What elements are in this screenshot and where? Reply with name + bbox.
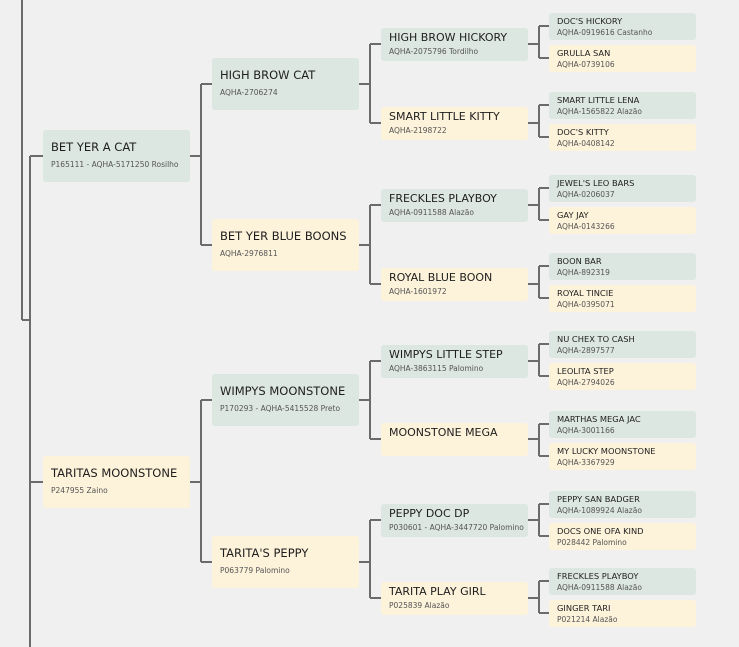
horse-card-pedigree-dam-sire[interactable]: WIMPYS MOONSTONE P170293 - AQHA-5415528 P… bbox=[212, 374, 359, 426]
horse-name: TARITA'S PEPPY bbox=[220, 546, 309, 560]
horse-name: DOC'S HICKORY bbox=[557, 15, 623, 26]
horse-registration: AQHA-2075796 Tordilho bbox=[389, 46, 479, 56]
horse-registration: AQHA-3367929 bbox=[557, 457, 615, 467]
horse-card-pedigree-dam-dam-dam[interactable]: TARITA PLAY GIRL P025839 Alazão bbox=[381, 581, 528, 615]
horse-registration: AQHA-892319 bbox=[557, 267, 610, 277]
horse-registration: P170293 - AQHA-5415528 Preto bbox=[220, 404, 341, 413]
horse-registration: AQHA-0143266 bbox=[557, 221, 615, 231]
horse-registration: AQHA-0739106 bbox=[557, 59, 615, 69]
horse-name: ROYAL BLUE BOON bbox=[389, 270, 493, 284]
horse-registration: P021214 Alazão bbox=[557, 614, 618, 624]
horse-registration: AQHA-0408142 bbox=[557, 138, 615, 148]
horse-name: MY LUCKY MOONSTONE bbox=[557, 445, 656, 456]
horse-registration: AQHA-2897577 bbox=[557, 345, 615, 355]
horse-name: JEWEL'S LEO BARS bbox=[557, 177, 635, 188]
horse-name: GAY JAY bbox=[557, 209, 589, 220]
horse-card-pedigree-sire[interactable]: BET YER A CAT P165111 - AQHA-5171250 Rosi… bbox=[43, 130, 190, 182]
horse-registration: AQHA-2198722 bbox=[389, 125, 447, 135]
horse-registration: P247955 Zaino bbox=[51, 486, 108, 495]
horse-name: WIMPYS LITTLE STEP bbox=[389, 347, 503, 361]
horse-name: HIGH BROW CAT bbox=[220, 68, 316, 82]
horse-name: FRECKLES PLAYBOY bbox=[389, 191, 497, 205]
horse-registration: AQHA-1601972 bbox=[389, 286, 447, 296]
horse-registration: AQHA-3863115 Palomino bbox=[389, 363, 484, 373]
horse-registration: AQHA-0919616 Castanho bbox=[557, 27, 653, 37]
horse-registration: AQHA-3001166 bbox=[557, 425, 615, 435]
horse-registration: P063779 Palomino bbox=[220, 566, 290, 575]
horse-name: FRECKLES PLAYBOY bbox=[557, 570, 639, 581]
horse-card-pedigree-sire-dam-sire[interactable]: FRECKLES PLAYBOY AQHA-0911588 Alazão bbox=[381, 188, 528, 222]
horse-card-pedigree-dam-sire-sire[interactable]: WIMPYS LITTLE STEP AQHA-3863115 Palomino bbox=[381, 344, 528, 378]
horse-registration: P025839 Alazão bbox=[389, 600, 450, 610]
horse-card-pedigree-sire-dam[interactable]: BET YER BLUE BOONS AQHA-2976811 bbox=[212, 219, 359, 271]
horse-registration: AQHA-0911588 Alazão bbox=[389, 207, 474, 217]
horse-card-pedigree-sire-sire[interactable]: HIGH BROW CAT AQHA-2706274 bbox=[212, 58, 359, 110]
horse-name: MARTHAS MEGA JAC bbox=[557, 413, 641, 424]
horse-name: PEPPY DOC DP bbox=[389, 506, 470, 520]
horse-registration: AQHA-0395071 bbox=[557, 299, 615, 309]
horse-name: TARITA PLAY GIRL bbox=[389, 584, 486, 598]
horse-registration: AQHA-0206037 bbox=[557, 189, 615, 199]
horse-name: WIMPYS MOONSTONE bbox=[220, 384, 346, 398]
horse-card-pedigree-dam[interactable]: TARITAS MOONSTONE P247955 Zaino bbox=[43, 456, 190, 508]
horse-card-pedigree-sire-sire-dam[interactable]: SMART LITTLE KITTY AQHA-2198722 bbox=[381, 106, 528, 140]
horse-name: NU CHEX TO CASH bbox=[557, 333, 635, 344]
horse-name: PEPPY SAN BADGER bbox=[557, 493, 640, 504]
horse-card-pedigree-sire-dam-dam[interactable]: ROYAL BLUE BOON AQHA-1601972 bbox=[381, 267, 528, 301]
horse-name: BET YER A CAT bbox=[51, 140, 137, 154]
horse-name: BET YER BLUE BOONS bbox=[220, 229, 347, 243]
horse-registration: P030601 - AQHA-3447720 Palomino bbox=[389, 522, 524, 532]
horse-card-pedigree-dam-dam[interactable]: TARITA'S PEPPY P063779 Palomino bbox=[212, 536, 359, 588]
horse-name: SMART LITTLE LENA bbox=[557, 94, 640, 105]
horse-card-pedigree-dam-dam-sire[interactable]: PEPPY DOC DP P030601 - AQHA-3447720 Palom… bbox=[381, 503, 528, 537]
horse-registration: AQHA-0911588 Alazão bbox=[557, 582, 642, 592]
horse-name: GRULLA SAN bbox=[557, 47, 611, 58]
horse-registration: AQHA-1089924 Alazão bbox=[557, 505, 642, 515]
horse-registration: AQHA-2794026 bbox=[557, 377, 615, 387]
horse-registration: AQHA-2706274 bbox=[220, 88, 278, 97]
horse-name: BOON BAR bbox=[557, 255, 602, 266]
horse-name: SMART LITTLE KITTY bbox=[389, 109, 500, 123]
horse-registration: AQHA-1565822 Alazão bbox=[557, 106, 642, 116]
horse-name: GINGER TARI bbox=[557, 602, 611, 613]
horse-name: HIGH BROW HICKORY bbox=[389, 30, 508, 44]
horse-card-pedigree-sire-sire-sire[interactable]: HIGH BROW HICKORY AQHA-2075796 Tordilho bbox=[381, 27, 528, 61]
horse-card-pedigree-dam-sire-dam[interactable]: MOONSTONE MEGA bbox=[381, 422, 528, 456]
horse-name: DOC'S KITTY bbox=[557, 126, 609, 137]
horse-name: DOCS ONE OFA KIND bbox=[557, 525, 644, 536]
horse-registration: AQHA-2976811 bbox=[220, 249, 278, 258]
horse-registration: P165111 - AQHA-5171250 Rosilho bbox=[51, 160, 179, 169]
horse-name: ROYAL TINCIE bbox=[557, 287, 614, 298]
horse-name: TARITAS MOONSTONE bbox=[51, 466, 178, 480]
horse-name: MOONSTONE MEGA bbox=[389, 425, 498, 439]
horse-registration: P028442 Palomino bbox=[557, 537, 627, 547]
horse-name: LEOLITA STEP bbox=[557, 365, 614, 376]
